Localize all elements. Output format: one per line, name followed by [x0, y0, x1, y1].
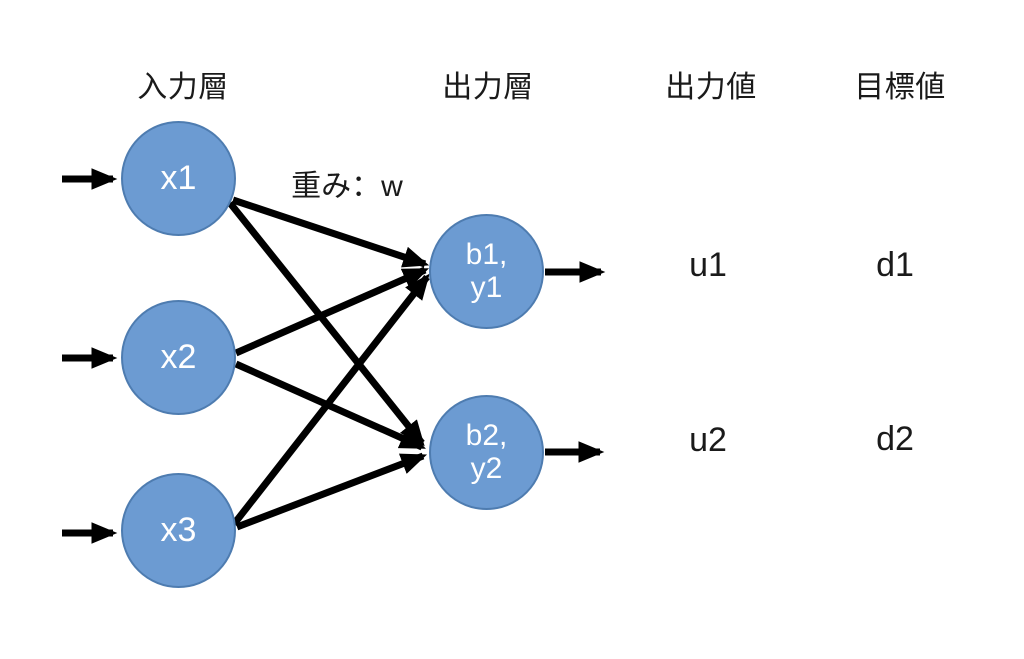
node-x1-label: x1 — [160, 159, 197, 198]
node-x3: x3 — [121, 473, 236, 588]
node-b1-y1: b1, y1 — [429, 214, 544, 329]
node-b1-line1: b1, — [465, 238, 508, 272]
weight-label: 重み：w — [291, 170, 403, 203]
output-value-u2: u2 — [689, 421, 727, 459]
edge-x3-b1 — [231, 273, 430, 527]
node-x3-label: x3 — [160, 511, 197, 550]
output-value-u1: u1 — [689, 246, 727, 284]
edge-x2-b1 — [234, 266, 429, 357]
edge-x3-b2 — [235, 452, 428, 531]
node-b2-y2: b2, y2 — [429, 395, 544, 510]
output-value-header: 出力値 — [665, 71, 757, 104]
node-b2-line1: b2, — [465, 419, 508, 453]
target-value-header: 目標値 — [854, 71, 946, 104]
node-b2-line2: y2 — [470, 451, 503, 485]
node-b1-line2: y1 — [470, 270, 503, 304]
node-x1: x1 — [121, 121, 236, 236]
target-value-d2: d2 — [876, 420, 914, 458]
edge-x1-b1 — [231, 196, 430, 268]
node-x2: x2 — [121, 300, 236, 415]
input-layer-header: 入力層 — [137, 71, 229, 104]
output-layer-header: 出力層 — [442, 71, 534, 104]
node-x2-label: x2 — [160, 338, 197, 377]
target-value-d1: d1 — [876, 246, 914, 284]
edge-x1-b2 — [227, 200, 425, 447]
